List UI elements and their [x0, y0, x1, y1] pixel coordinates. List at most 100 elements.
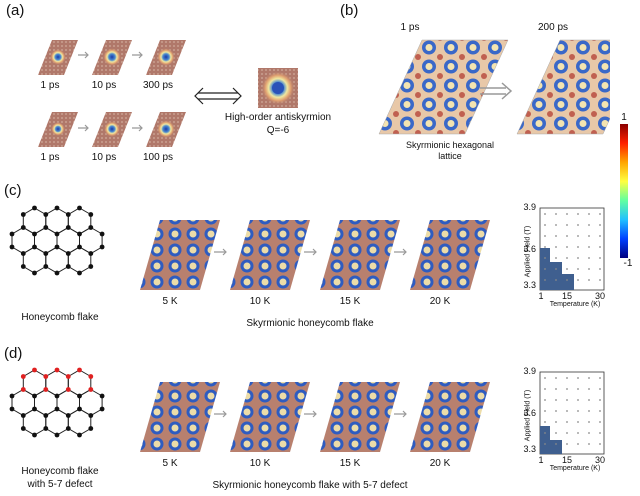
phase-point: [566, 279, 568, 281]
honeycomb-cell: [79, 226, 103, 255]
phase-point: [588, 246, 590, 248]
phase-point: [555, 257, 557, 259]
phase-point: [588, 410, 590, 412]
panel-d-snapshot-4: [410, 382, 490, 452]
phase-point: [577, 257, 579, 259]
phase-point: [566, 224, 568, 226]
lattice-node: [20, 264, 26, 269]
panel-a-row1-time-3: 300 ps: [142, 80, 174, 91]
phase-point: [588, 421, 590, 423]
phase-point: [599, 246, 601, 248]
lattice-node: [54, 367, 60, 373]
panel-c-arrows: [214, 248, 407, 256]
phase-point: [544, 224, 546, 226]
panel-a-row2-arrows: [78, 124, 143, 132]
phase-point: [577, 399, 579, 401]
phase-point: [577, 421, 579, 423]
panel-c-temp-3: 15 K: [339, 296, 361, 307]
lattice-node: [88, 264, 94, 269]
phase-point: [566, 443, 568, 445]
panel-d-ytick-1: 3.9: [523, 366, 536, 376]
panel-d-snapshots: [140, 382, 490, 452]
phase-point: [544, 377, 546, 379]
panel-b-snapshot-1: [378, 39, 509, 135]
phase-point: [599, 388, 601, 390]
panel-a-row1-time-2: 10 ps: [91, 80, 117, 91]
phase-point: [544, 399, 546, 401]
phase-point: [577, 377, 579, 379]
lattice-node: [77, 270, 82, 276]
lattice-node: [54, 432, 60, 438]
lattice-node: [54, 244, 60, 250]
lattice-node: [43, 387, 49, 392]
lattice-node: [20, 225, 26, 230]
panel-d-snapshot-3: [320, 382, 400, 452]
honeycomb-cell: [11, 226, 35, 255]
lattice-node: [54, 406, 60, 412]
panel-b-time-2: 200 ps: [537, 22, 569, 33]
panel-a-row1-snapshot-1: [38, 40, 78, 75]
panel-d-xlabel: Temperature (K): [549, 465, 601, 472]
lattice-node: [54, 205, 60, 211]
panel-d-snapshot-2: [230, 382, 310, 452]
phase-point: [544, 432, 546, 434]
lattice-node: [20, 251, 26, 256]
lattice-node: [99, 244, 105, 250]
phase-point: [566, 388, 568, 390]
phase-point: [555, 268, 557, 270]
panel-d-xtick-1: 1: [538, 455, 544, 465]
lattice-node: [32, 406, 37, 412]
panel-a-row2-time-3: 100 ps: [142, 152, 174, 163]
phase-point: [577, 388, 579, 390]
phase-point: [588, 279, 590, 281]
panel-a-row2-snapshot-3: [146, 112, 186, 147]
honeycomb-cell: [11, 388, 35, 417]
lattice-node: [99, 406, 105, 412]
lattice-node: [88, 413, 94, 418]
phase-point: [566, 246, 568, 248]
phase-point: [544, 388, 546, 390]
panel-label-a: (a): [6, 2, 25, 19]
phase-point: [588, 235, 590, 237]
phase-point: [544, 268, 546, 270]
phase-point: [577, 246, 579, 248]
phase-point: [566, 410, 568, 412]
phase-point: [599, 377, 601, 379]
lattice-node: [88, 251, 94, 256]
honeycomb-cell: [67, 207, 92, 235]
lattice-node: [54, 231, 60, 237]
panel-d-xtick-2: 15: [561, 455, 572, 465]
honeycomb-cell: [22, 369, 47, 397]
phase-point: [544, 257, 546, 259]
phase-point: [566, 421, 568, 423]
phase-point: [588, 388, 590, 390]
lattice-node: [20, 426, 26, 431]
panel-a-row2-snapshot-1: [38, 112, 78, 147]
phase-point: [599, 279, 601, 281]
panel-d-left-caption-line1: Honeycomb flake: [21, 466, 99, 477]
phase-point: [588, 213, 590, 215]
honeycomb-cell: [45, 369, 69, 397]
honeycomb-cell: [34, 226, 58, 255]
lattice-node: [77, 244, 82, 250]
lattice-node: [20, 212, 26, 217]
panel-d-temp-3: 15 K: [339, 458, 361, 469]
panel-c-honeycomb-diagram: [9, 205, 105, 276]
panel-label-d: (d): [4, 345, 23, 362]
panel-c-temp-2: 10 K: [249, 296, 271, 307]
honeycomb-cell: [45, 246, 69, 274]
panel-d-caption: Skyrmionic honeycomb flake with 5-7 defe…: [212, 480, 408, 491]
lattice-node: [65, 212, 71, 217]
panel-a-row1-arrows: [78, 51, 143, 59]
phase-point: [566, 213, 568, 215]
phase-point: [599, 443, 601, 445]
honeycomb-cell: [67, 369, 92, 397]
phase-point: [599, 410, 601, 412]
lattice-node: [88, 426, 94, 431]
lattice-node: [77, 432, 82, 438]
panel-d-honeycomb-defect-diagram: [9, 367, 105, 438]
panel-a-row1-time-1: 1 ps: [40, 80, 60, 91]
lattice-node: [65, 413, 71, 418]
panel-c-xtick-2: 15: [561, 291, 572, 301]
colorbar-max-label: 1: [621, 112, 627, 123]
